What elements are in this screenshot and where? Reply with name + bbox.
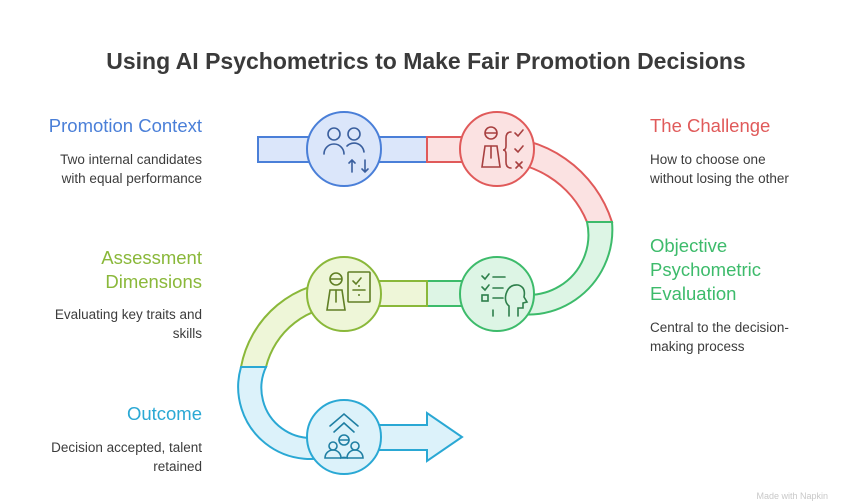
watermark: Made with Napkin [756, 491, 828, 501]
team-growth-icon [324, 412, 364, 460]
stage-title-assessment: Assessment Dimensions [101, 247, 202, 292]
person-choice-icon [481, 126, 524, 169]
stage-title-outcome: Outcome [126, 403, 202, 424]
stage-circle-outcome [306, 399, 382, 475]
stage-circle-promotion-context [306, 111, 382, 187]
connector-cyan [237, 366, 464, 463]
stage-title-challenge: The Challenge [650, 115, 771, 136]
stage-title-evaluation: Objective Psychometric Evaluation [650, 235, 762, 304]
person-evaluation-icon [326, 271, 371, 311]
page-title: Using AI Psychometrics to Make Fair Prom… [106, 48, 746, 74]
checklist-head-icon [481, 273, 529, 317]
stage-circle-assessment [306, 256, 382, 332]
stage-desc-assessment: Evaluating key traits and skills [54, 307, 202, 341]
stage-desc-promotion-context: Two internal candidates with equal perfo… [60, 152, 202, 186]
stage-desc-evaluation: Central to the decision- making process [650, 320, 789, 354]
stage-desc-challenge: How to choose one without losing the oth… [650, 152, 789, 186]
stage-title-promotion-context: Promotion Context [48, 115, 202, 136]
users-swap-icon [323, 127, 369, 174]
stage-circle-evaluation [459, 256, 535, 332]
stage-desc-outcome: Decision accepted, talent retained [51, 440, 202, 474]
